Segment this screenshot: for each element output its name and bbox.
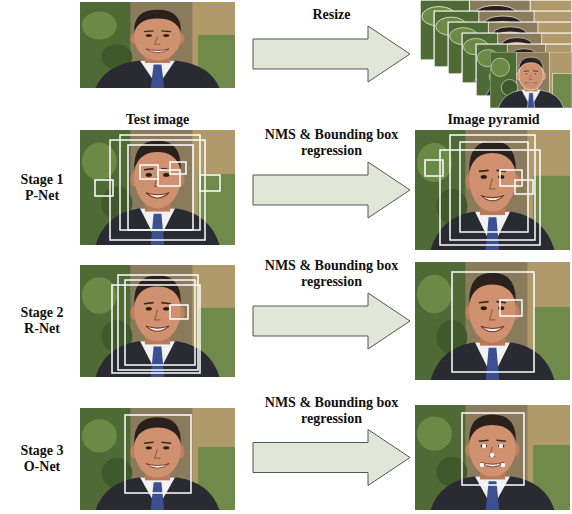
- photo-frame: Stage 3 O-Net: [80, 408, 235, 510]
- caption-box: Test image: [126, 112, 190, 128]
- block-arrow: [253, 162, 410, 218]
- stage-photo: [80, 408, 235, 510]
- arrow-label: NMS & Bounding box regression: [252, 127, 412, 159]
- test-photo: [80, 2, 235, 88]
- bounding-box: [500, 170, 522, 186]
- bounding-box: [158, 170, 180, 186]
- bounding-box: [462, 413, 524, 485]
- bounding-box: [120, 135, 200, 230]
- stage-photo: [80, 265, 235, 377]
- arrow-label-box: NMS & Bounding box regression: [252, 258, 412, 290]
- landmark-dot: [482, 444, 486, 448]
- bounding-box: [95, 180, 113, 196]
- arrow-label: Resize: [252, 7, 412, 23]
- stage-photo: [415, 405, 570, 510]
- photo-frame: [415, 262, 570, 380]
- photo-frame: Stage 1 P-Net: [80, 130, 235, 245]
- bounding-box: [452, 272, 534, 372]
- landmark-dot: [480, 463, 484, 467]
- photo-frame: Stage 2 R-Net: [80, 265, 235, 377]
- bounding-box: [112, 285, 200, 373]
- pyramid-layer: [490, 52, 572, 108]
- bounding-box: [140, 165, 158, 179]
- arrow-label-box: NMS & Bounding box regression: [252, 395, 412, 427]
- photo-frame: [415, 130, 570, 250]
- caption-box: Stage 1 P-Net: [16, 172, 68, 204]
- bounding-box: [125, 415, 191, 493]
- block-arrow: [253, 293, 410, 349]
- bounding-box: [425, 160, 443, 176]
- block-arrow: [253, 26, 410, 82]
- block-arrow: [253, 430, 410, 486]
- bounding-box: [118, 275, 198, 370]
- stage-label: Stage 3 O-Net: [16, 443, 68, 475]
- landmark-dot: [490, 453, 494, 457]
- arrow-label: NMS & Bounding box regression: [252, 395, 412, 427]
- arrow-label-box: Resize: [252, 7, 412, 23]
- arrow-label: NMS & Bounding box regression: [252, 258, 412, 290]
- bounding-box: [110, 140, 205, 240]
- bounding-box: [460, 142, 528, 232]
- arrow-label-box: NMS & Bounding box regression: [252, 127, 412, 159]
- photo-frame: [415, 405, 570, 510]
- photo-frame: Image pyramid: [415, 0, 572, 108]
- stage-label: Stage 2 R-Net: [16, 305, 68, 337]
- caption-box: Image pyramid: [447, 112, 539, 128]
- landmark-dot: [501, 463, 505, 467]
- stage-photo: [415, 130, 570, 250]
- stage-label: Stage 1 P-Net: [16, 172, 68, 204]
- image-pyramid: [420, 0, 572, 108]
- landmark-dot: [499, 444, 503, 448]
- bounding-box: [500, 300, 522, 316]
- stage-photo: [80, 130, 235, 245]
- bounding-box: [200, 175, 220, 191]
- bounding-box: [128, 145, 193, 230]
- bounding-box: [440, 150, 540, 245]
- image-caption: Test image: [126, 112, 190, 128]
- stage-photo: [415, 262, 570, 380]
- image-caption: Image pyramid: [447, 112, 539, 128]
- caption-box: Stage 2 R-Net: [16, 305, 68, 337]
- bounding-box: [170, 162, 186, 174]
- bounding-box: [515, 180, 533, 194]
- bounding-box: [170, 305, 188, 319]
- caption-box: Stage 3 O-Net: [16, 443, 68, 475]
- bounding-box: [125, 280, 195, 365]
- facial-landmarks: [480, 444, 505, 467]
- candidate-boxes: [95, 135, 540, 493]
- photo-frame: Test image: [80, 2, 235, 88]
